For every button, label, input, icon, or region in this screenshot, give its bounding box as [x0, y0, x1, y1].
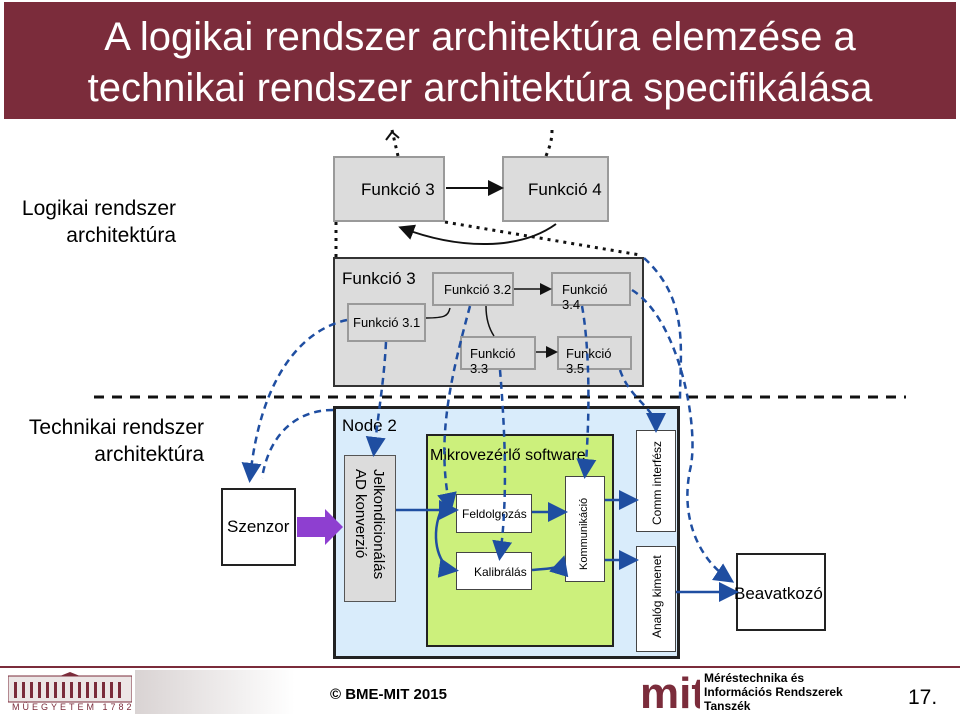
technical-label-line2: architektúra	[94, 443, 204, 466]
mit-logo-icon: mit	[640, 670, 700, 714]
footer-gradient	[135, 670, 295, 714]
department-line1: Méréstechnika és	[704, 671, 805, 685]
title-bar: A logikai rendszer architektúra elemzése…	[4, 2, 956, 119]
arrow-f32-to-f33	[485, 305, 495, 337]
node-2-label: Node 2	[342, 416, 397, 435]
decomposition-right	[444, 220, 641, 257]
arrow-f4-to-f3-return	[398, 223, 557, 246]
function-3-4-box: Funkció 3.4	[551, 272, 631, 312]
sensor-box	[221, 488, 296, 566]
map-f32-to-processing	[437, 305, 472, 513]
function-3-5-box: Funkció 3.5	[557, 336, 632, 376]
copyright-text: © BME-MIT 2015	[330, 686, 447, 703]
arrow-f31-to-f32	[425, 307, 451, 319]
map-f31-to-signal	[365, 341, 388, 457]
department-line3: Tanszék	[704, 699, 751, 713]
slide-title-line1: A logikai rendszer architektúra elemzése…	[104, 15, 856, 59]
mit-logo-text: mit	[640, 670, 700, 714]
logical-architecture-label: Logikai rendszer architektúra	[14, 195, 176, 249]
page-number: 17.	[908, 686, 938, 709]
function-3-box: Funkció 3	[333, 156, 445, 222]
calibration-to-comm-arrow	[531, 555, 569, 578]
logical-label-line2: architektúra	[66, 224, 176, 247]
function-4-box: Funkció 4	[502, 156, 609, 222]
to-calibration-arrow	[434, 512, 459, 578]
sensor-label: Szenzor	[227, 517, 290, 536]
slide-title-line2: technikai rendszer architektúra specifik…	[87, 66, 873, 110]
department-name: Méréstechnika és Információs Rendszerek …	[704, 671, 843, 713]
communication-box	[565, 476, 605, 582]
map-container-to-node	[643, 257, 683, 401]
function-3-3-label: Funkció 3.3	[470, 346, 516, 376]
map-f33-to-calibration	[492, 369, 513, 561]
footer-divider	[0, 666, 960, 668]
function-3-1-label: Funkció 3.1	[353, 315, 421, 330]
dotted-input-arrowhead	[385, 131, 400, 141]
analog-output-box	[636, 546, 676, 652]
function-3-2-box: Funkció 3.2	[432, 272, 514, 306]
logical-label-line1: Logikai rendszer	[21, 197, 176, 220]
map-f34-to-actuator	[631, 288, 735, 583]
microcontroller-software-label: Mikrovezérlő software	[430, 447, 586, 464]
map-f34-to-communication	[576, 305, 597, 479]
function-3-2-label: Funkció 3.2	[444, 282, 512, 297]
dotted-output-f4	[544, 129, 554, 157]
university-building-icon	[8, 672, 132, 703]
function-4-label: Funkció 4	[528, 180, 602, 199]
function-3-container-label: Funkció 3	[342, 269, 416, 288]
processing-label: Feldolgozás	[462, 507, 527, 521]
actuator-label: Beavatkozó	[734, 584, 823, 603]
function-3-1-box: Funkció 3.1	[347, 303, 426, 342]
department-line2: Információs Rendszerek	[704, 685, 843, 699]
technical-label-line1: Technikai rendszer	[28, 416, 204, 439]
sensor-to-signal-arrow	[297, 509, 343, 545]
signal-conditioning-box	[344, 455, 396, 602]
function-3-5-label: Funkció 3.5	[566, 346, 612, 376]
map-f35-to-comm-interface	[618, 369, 666, 433]
map-node-to-sensor	[260, 408, 334, 479]
actuator-box	[736, 553, 826, 631]
technical-architecture-label: Technikai rendszer architektúra	[14, 414, 204, 468]
function-3-label: Funkció 3	[361, 180, 435, 199]
calibration-label: Kalibrálás	[474, 565, 527, 579]
processing-box	[456, 494, 532, 533]
function-3-3-box: Funkció 3.3	[460, 336, 536, 376]
university-caption: MŰEGYETEM 1782	[12, 702, 135, 712]
map-f31-to-sensor	[241, 318, 348, 483]
function-3-4-label: Funkció 3.4	[562, 282, 608, 312]
